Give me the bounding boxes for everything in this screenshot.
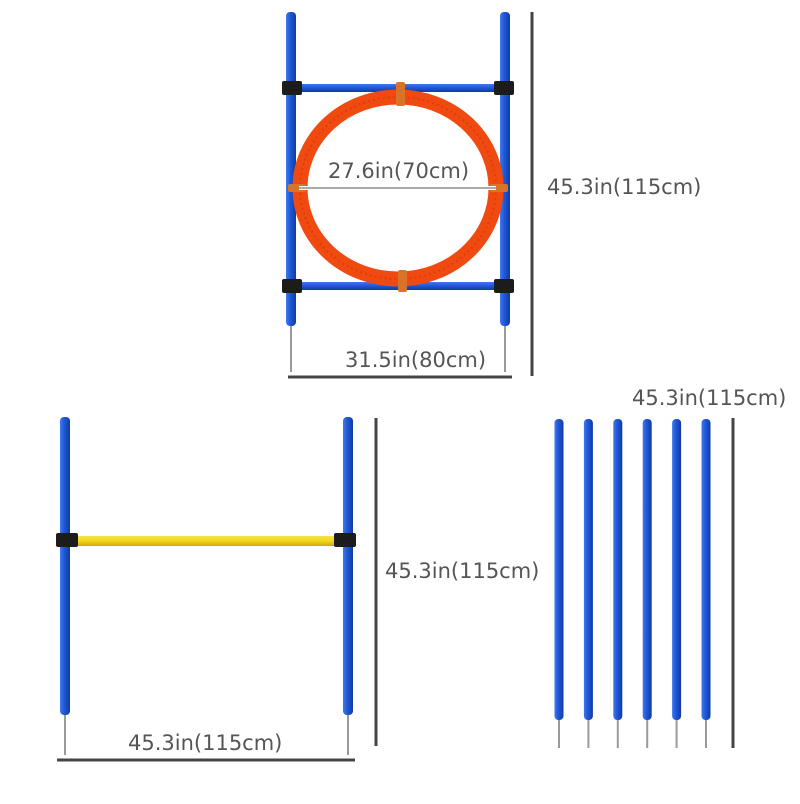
hoop-clip bbox=[282, 81, 302, 95]
hurdle-width-label: 45.3in(115cm) bbox=[128, 731, 283, 755]
hurdle-clip bbox=[56, 533, 78, 547]
hoop-clip bbox=[494, 81, 514, 95]
weave-pole bbox=[554, 419, 564, 720]
hurdle-right-pole bbox=[343, 417, 353, 715]
hurdle-height-label: 45.3in(115cm) bbox=[385, 559, 540, 583]
weave-pole bbox=[642, 419, 652, 720]
hoop-height-label: 45.3in(115cm) bbox=[547, 175, 702, 199]
hoop-diameter-label: 27.6in(70cm) bbox=[328, 159, 470, 183]
hurdle-clip bbox=[334, 533, 356, 547]
hoop-strap-top bbox=[396, 82, 405, 106]
hoop-clip bbox=[494, 279, 514, 293]
hoop-strap-bottom bbox=[398, 270, 407, 292]
weave-pole bbox=[672, 419, 682, 720]
weave-pole bbox=[701, 419, 711, 720]
weave-poles-height-label: 45.3in(115cm) bbox=[632, 386, 787, 410]
hoop-clip bbox=[282, 279, 302, 293]
hoop-width-label: 31.5in(80cm) bbox=[345, 348, 487, 372]
weave-poles bbox=[554, 419, 711, 748]
hurdle-left-pole bbox=[60, 417, 70, 715]
weave-pole bbox=[583, 419, 593, 720]
hurdle-crossbar bbox=[68, 536, 346, 546]
hoop-jump bbox=[282, 12, 534, 379]
weave-pole bbox=[613, 419, 623, 720]
hurdle bbox=[56, 417, 378, 762]
